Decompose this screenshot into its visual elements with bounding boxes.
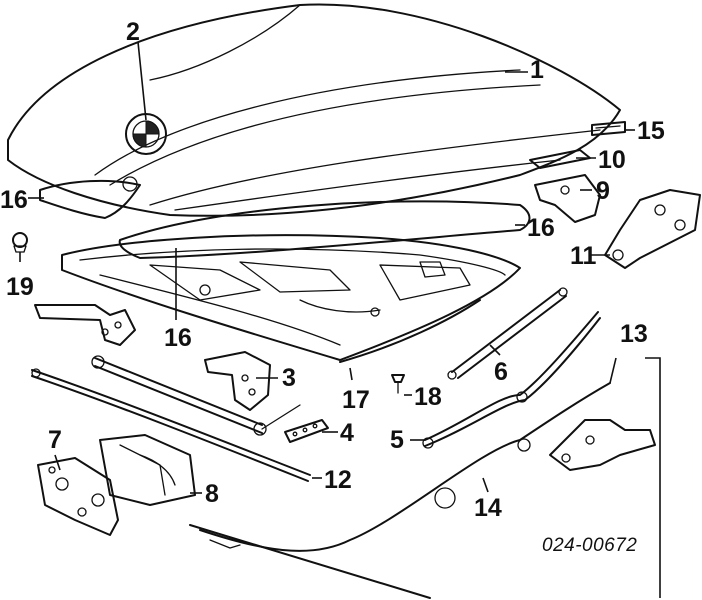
callout-8: 8 — [205, 480, 219, 508]
callout-17: 17 — [342, 386, 370, 414]
clip-15 — [591, 121, 626, 136]
callout-1: 1 — [530, 56, 544, 84]
left-hinge — [34, 304, 136, 346]
callout-12: 12 — [324, 466, 352, 494]
hood-panel — [7, 3, 621, 217]
callout-10: 10 — [598, 146, 626, 174]
pin-18 — [391, 374, 405, 394]
callout-16-center: 16 — [164, 324, 192, 352]
callout-18: 18 — [414, 383, 442, 411]
callout-3: 3 — [282, 364, 296, 392]
callout-9: 9 — [596, 177, 610, 205]
callout-5: 5 — [390, 426, 404, 454]
callout-14: 14 — [474, 494, 502, 522]
grommet-19 — [12, 232, 28, 253]
hood-inner-frame — [61, 234, 521, 361]
insulation-pads — [39, 179, 531, 259]
callout-7: 7 — [48, 426, 62, 454]
callout-16-right: 16 — [527, 214, 555, 242]
prop-rod — [422, 311, 601, 449]
support-bracket-11 — [604, 189, 701, 269]
callout-leaders — [19, 41, 661, 598]
gas-strut — [447, 287, 568, 380]
callout-15: 15 — [637, 117, 665, 145]
callout-labels: 1 2 3 4 5 6 7 8 9 10 11 12 13 14 15 16 1… — [0, 18, 665, 522]
weatherstrip — [31, 368, 311, 482]
catalog-number: 024-00672 — [542, 535, 637, 556]
callout-13: 13 — [620, 320, 648, 348]
release-cable — [189, 382, 611, 599]
hood-emblem — [122, 113, 167, 192]
callout-16-left: 16 — [0, 186, 28, 214]
bracket-clip — [284, 419, 329, 443]
callout-6: 6 — [494, 358, 508, 386]
catch-9 — [534, 174, 601, 223]
callout-2: 2 — [126, 18, 140, 46]
latch-cover — [99, 434, 196, 506]
callout-19: 19 — [6, 273, 34, 301]
release-handle — [549, 419, 656, 471]
torsion-rod — [91, 355, 301, 436]
callout-11: 11 — [570, 242, 597, 270]
right-hinge — [204, 351, 271, 411]
seal-strip — [339, 299, 481, 363]
callout-4: 4 — [340, 419, 354, 447]
hood-latch — [37, 457, 119, 536]
